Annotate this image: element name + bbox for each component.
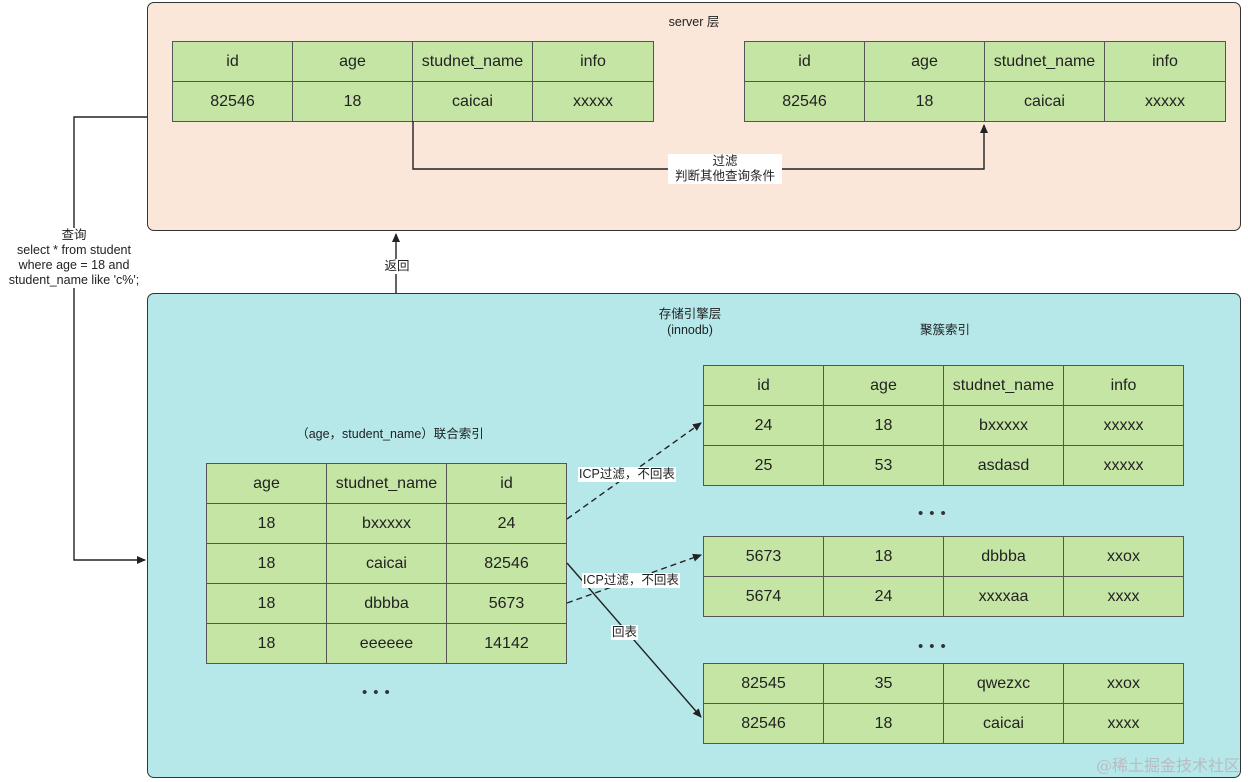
table-cell: 18 xyxy=(823,405,944,446)
table-cell: 18 xyxy=(823,536,944,577)
table-cell: xxxxx xyxy=(532,81,654,122)
table-cell: xxxxx xyxy=(1104,81,1226,122)
icp-filter-label: ICP过滤，不回表 xyxy=(582,573,680,588)
return-label: 返回 xyxy=(380,259,414,274)
table-cell: bxxxxx xyxy=(326,503,447,544)
table-cell: xxxxx xyxy=(1063,445,1184,486)
table-row: 82546 18 caicai xxxxx xyxy=(744,81,1226,122)
table-cell: xxox xyxy=(1063,663,1184,704)
table-cell: 14142 xyxy=(446,623,567,664)
header-cell: id xyxy=(172,41,293,82)
table-cell: 18 xyxy=(864,81,985,122)
table-cell: 18 xyxy=(823,703,944,744)
ellipsis-indicator: ••• xyxy=(918,505,952,522)
query-label-line: 查询 xyxy=(61,228,87,242)
header-cell: id xyxy=(446,463,567,504)
storage-layer-subtitle: (innodb) xyxy=(667,323,713,337)
header-cell: age xyxy=(823,365,944,406)
table-row: 82545 35 qwezxc xxox xyxy=(703,663,1184,704)
table-cell: 18 xyxy=(206,543,327,584)
table-cell: 18 xyxy=(206,623,327,664)
table-cell: dbbba xyxy=(943,536,1064,577)
table-row: 82546 18 caicai xxxxx xyxy=(172,81,654,122)
table-cell: qwezxc xyxy=(943,663,1064,704)
table-cell: caicai xyxy=(984,81,1105,122)
composite-index-title: （age，student_name）联合索引 xyxy=(296,427,484,441)
table-cell: xxxx xyxy=(1063,576,1184,617)
server-table-left: id age studnet_name info 82546 18 caicai… xyxy=(172,41,654,122)
table-cell: 5673 xyxy=(446,583,567,624)
table-cell: xxox xyxy=(1063,536,1184,577)
table-cell: caicai xyxy=(412,81,533,122)
table-row: 5673 18 dbbba xxox xyxy=(703,536,1184,577)
header-cell: info xyxy=(1104,41,1226,82)
table-cell: asdasd xyxy=(943,445,1064,486)
query-arrow xyxy=(73,116,147,564)
header-cell: age xyxy=(206,463,327,504)
table-row: 18 eeeeee 14142 xyxy=(206,623,567,664)
table-cell: 82546 xyxy=(703,703,824,744)
table-row: 18 bxxxxx 24 xyxy=(206,503,567,544)
ellipsis-indicator: ••• xyxy=(362,684,396,701)
filter-label-line: 过滤 xyxy=(712,154,738,168)
table-row: 82546 18 caicai xxxx xyxy=(703,703,1184,744)
header-cell: age xyxy=(864,41,985,82)
header-cell: age xyxy=(292,41,413,82)
table-cell: 5673 xyxy=(703,536,824,577)
table-cell: 35 xyxy=(823,663,944,704)
watermark: @稀土掘金技术社区 xyxy=(1095,756,1240,775)
table-cell: 5674 xyxy=(703,576,824,617)
header-cell: studnet_name xyxy=(412,41,533,82)
table-row: 18 dbbba 5673 xyxy=(206,583,567,624)
clustered-index-table-2: 5673 18 dbbba xxox 5674 24 xxxxaa xxxx xyxy=(703,536,1184,617)
query-label-line: select * from student xyxy=(17,243,131,257)
table-cell: 24 xyxy=(446,503,567,544)
table-row: 5674 24 xxxxaa xxxx xyxy=(703,576,1184,617)
filter-label: 过滤 判断其他查询条件 xyxy=(668,154,782,184)
table-cell: 82546 xyxy=(172,81,293,122)
back-to-table-label: 回表 xyxy=(611,625,639,640)
ellipsis-indicator: ••• xyxy=(918,638,952,655)
table-cell: caicai xyxy=(943,703,1064,744)
table-cell: 18 xyxy=(206,503,327,544)
table-cell: caicai xyxy=(326,543,447,584)
table-cell: 25 xyxy=(703,445,824,486)
header-cell: studnet_name xyxy=(326,463,447,504)
table-cell: 82545 xyxy=(703,663,824,704)
table-cell: xxxx xyxy=(1063,703,1184,744)
filter-label-line: 判断其他查询条件 xyxy=(674,169,775,183)
table-cell: 24 xyxy=(703,405,824,446)
table-row: 25 53 asdasd xxxxx xyxy=(703,445,1184,486)
server-layer-title: server 层 xyxy=(668,15,720,29)
header-cell: studnet_name xyxy=(984,41,1105,82)
table-cell: bxxxxx xyxy=(943,405,1064,446)
header-cell: id xyxy=(703,365,824,406)
table-cell: 24 xyxy=(823,576,944,617)
server-table-right: id age studnet_name info 82546 18 caicai… xyxy=(744,41,1226,122)
query-label: 查询 select * from student where age = 18 … xyxy=(2,228,146,288)
table-cell: 53 xyxy=(823,445,944,486)
header-cell: id xyxy=(744,41,865,82)
header-cell: info xyxy=(1063,365,1184,406)
table-cell: eeeeee xyxy=(326,623,447,664)
table-cell: dbbba xyxy=(326,583,447,624)
header-cell: info xyxy=(532,41,654,82)
table-row: 18 caicai 82546 xyxy=(206,543,567,584)
table-cell: xxxxaa xyxy=(943,576,1064,617)
table-cell: 18 xyxy=(292,81,413,122)
table-cell: xxxxx xyxy=(1063,405,1184,446)
composite-index-table: age studnet_name id 18 bxxxxx 24 18 caic… xyxy=(206,463,567,664)
icp-filter-label: ICP过滤，不回表 xyxy=(578,467,676,482)
clustered-index-title: 聚簇索引 xyxy=(919,323,970,337)
table-cell: 82546 xyxy=(744,81,865,122)
clustered-index-table-3: 82545 35 qwezxc xxox 82546 18 caicai xxx… xyxy=(703,663,1184,744)
table-cell: 82546 xyxy=(446,543,567,584)
table-cell: 18 xyxy=(206,583,327,624)
query-label-line: where age = 18 and xyxy=(18,258,130,272)
storage-layer-title: 存储引擎层 xyxy=(658,307,722,321)
query-label-line: student_name like 'c%'; xyxy=(8,273,140,287)
table-row: 24 18 bxxxxx xxxxx xyxy=(703,405,1184,446)
header-cell: studnet_name xyxy=(943,365,1064,406)
clustered-index-table-1: id age studnet_name info 24 18 bxxxxx xx… xyxy=(703,365,1184,486)
